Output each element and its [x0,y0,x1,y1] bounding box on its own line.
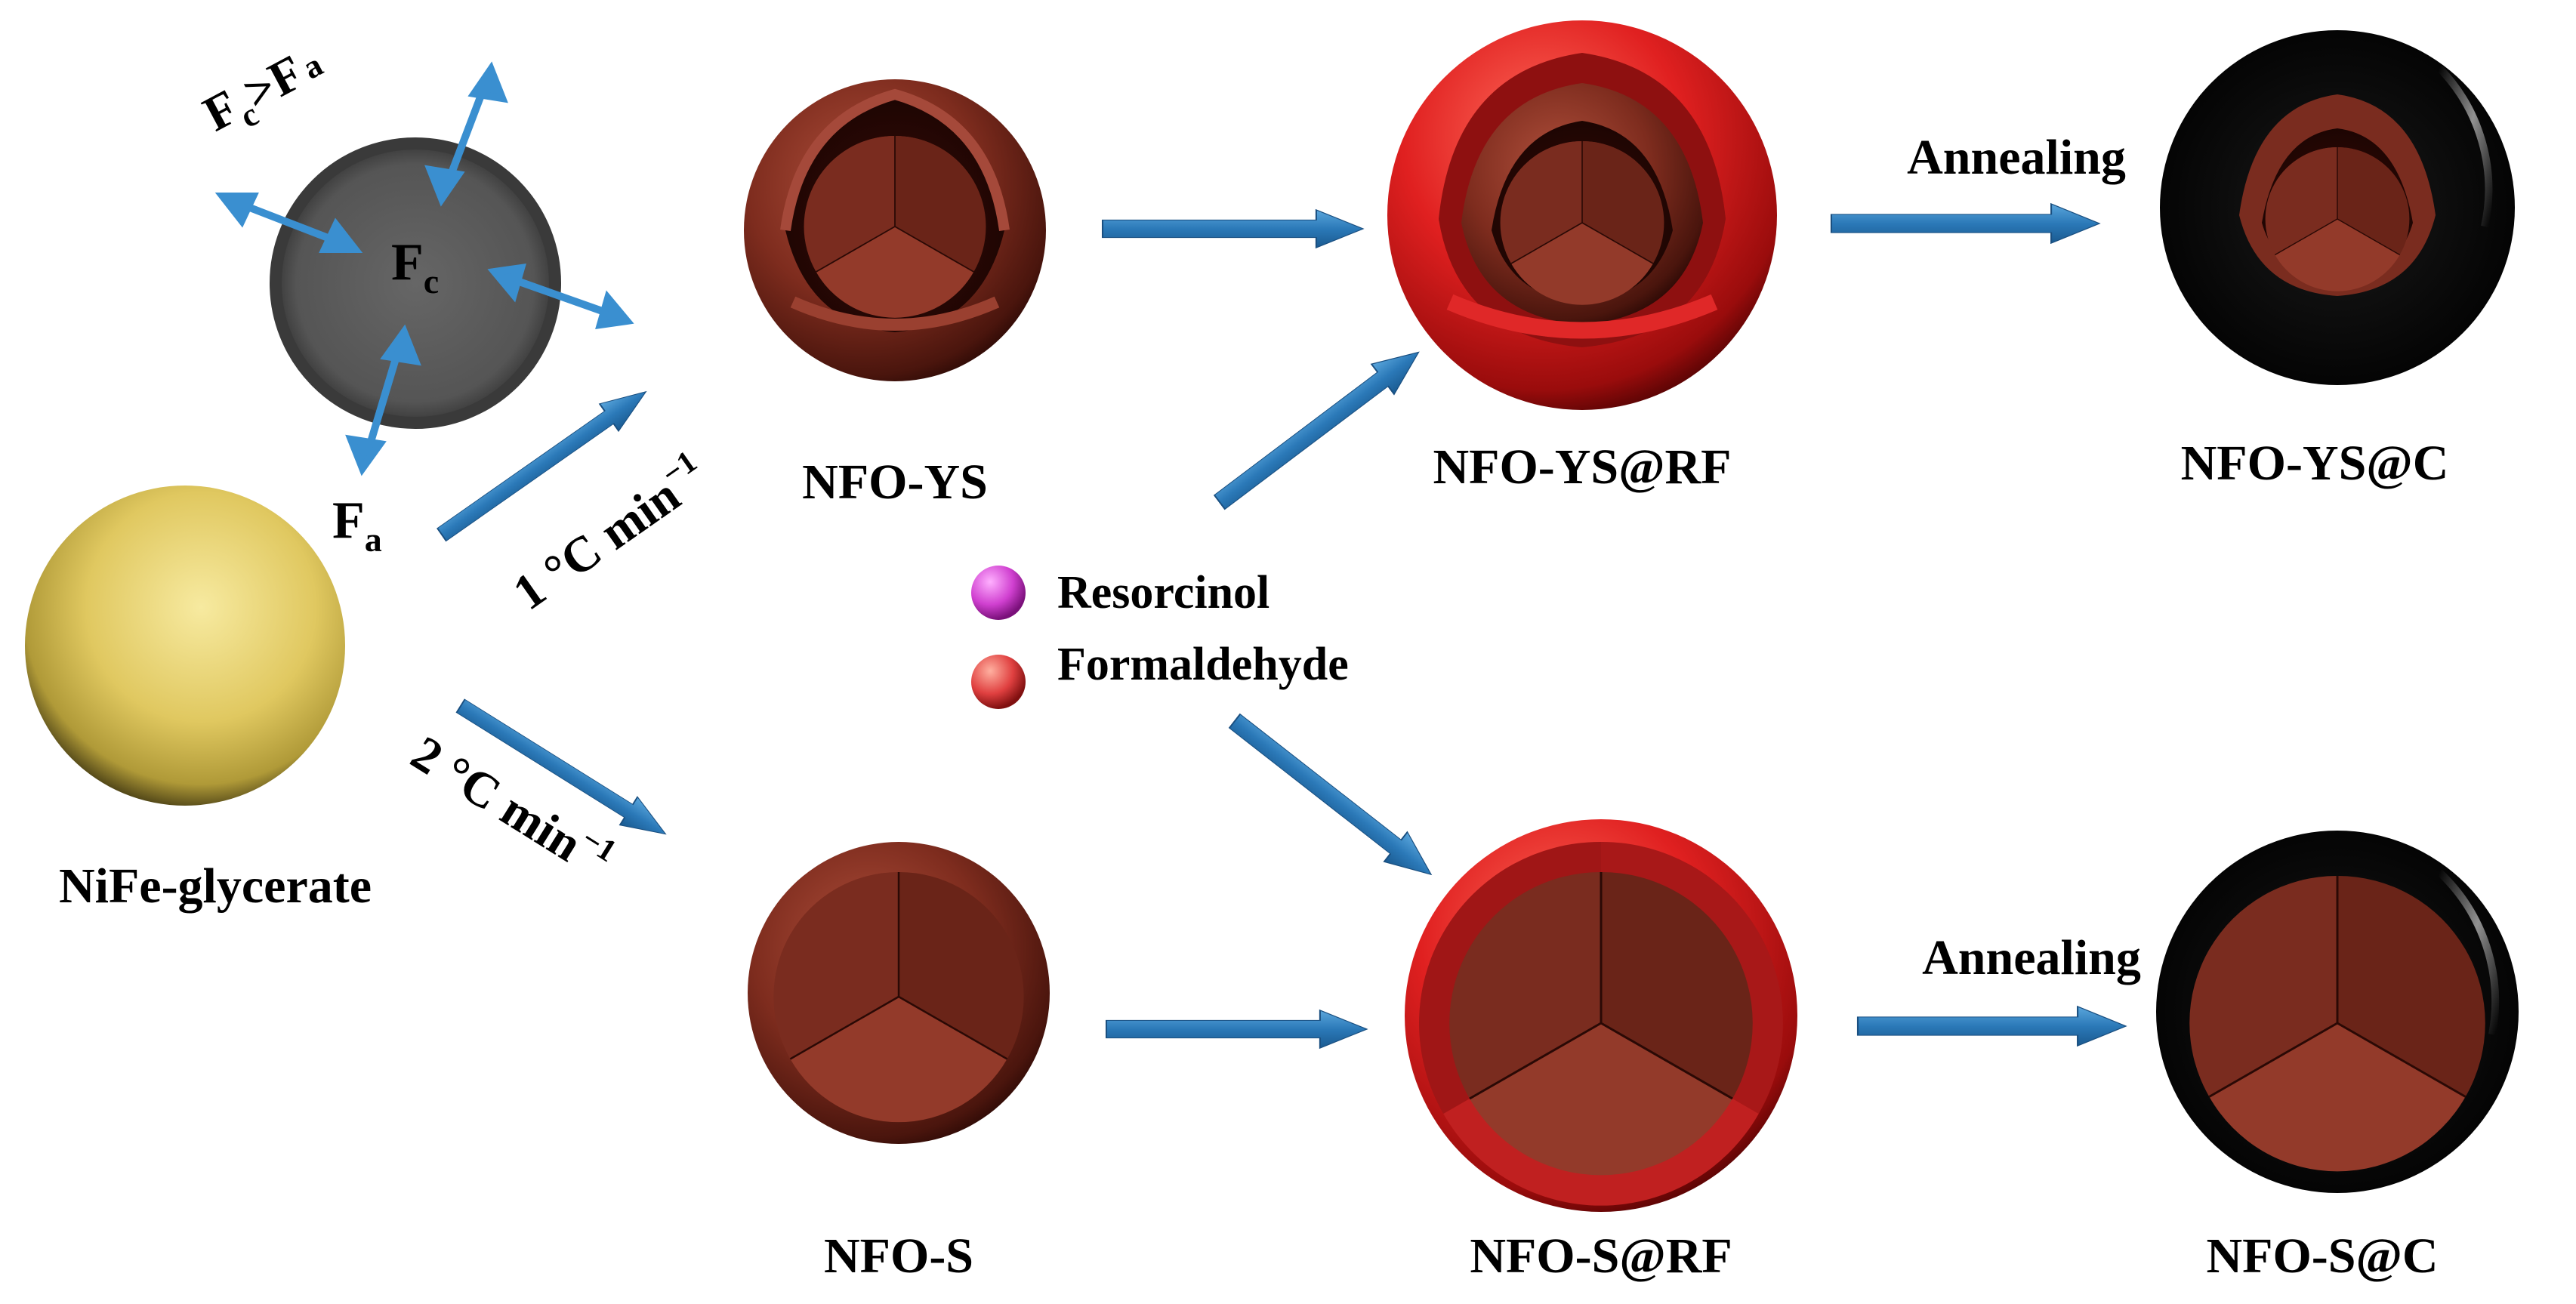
formaldehyde-label: Formaldehyde [1057,639,1349,690]
annealing-bottom-arrow[interactable] [1856,1005,2127,1047]
nfo-s-rf-label: NFO-S@RF [1470,1228,1732,1284]
nfo-s-rf-sphere [1405,819,1797,1212]
arrow-legend-to-s-rf[interactable] [1222,705,1444,890]
core-disk [270,137,561,429]
nfo-s-sphere [748,842,1050,1144]
core-force-label: Fc [391,233,439,301]
annealing-bottom-label: Annealing [1922,930,2141,985]
resorcinol-marker [971,566,1026,620]
nife-glycerate-sphere [25,486,345,806]
svg-text:Fc>Fa: Fc>Fa [195,35,335,150]
nfo-s-c-label: NFO-S@C [2206,1228,2438,1284]
nfo-s-c-sphere [2156,831,2519,1193]
annealing-top-label: Annealing [1907,130,2126,185]
nfo-ys-c-label: NFO-YS@C [2181,436,2449,491]
force-comparison-label: Fc>Fa [195,35,335,150]
nfo-ys-rf-label: NFO-YS@RF [1433,439,1731,495]
force-diagram: Fc>Fa Fc Fa [195,35,634,559]
nfo-ys-label: NFO-YS [802,455,988,510]
legend: Resorcinol Formaldehyde [971,566,1349,709]
force-arrows [214,61,634,476]
formaldehyde-marker [971,655,1026,709]
nfo-s-label: NFO-S [824,1228,973,1284]
resorcinol-label: Resorcinol [1057,567,1269,618]
annealing-top-arrow[interactable] [1830,202,2101,245]
nfo-ys-sphere [744,79,1046,381]
arrow-ys-to-rf[interactable] [1101,208,1365,249]
nfo-ys-rf-sphere [1387,20,1777,410]
nfo-ys-c-sphere [2160,30,2515,385]
outer-force-label: Fa [332,492,382,559]
arrow-s-to-rf[interactable] [1105,1009,1368,1050]
nife-glycerate-label: NiFe-glycerate [59,859,372,914]
arrow-legend-to-ys-rf[interactable] [1207,336,1431,518]
